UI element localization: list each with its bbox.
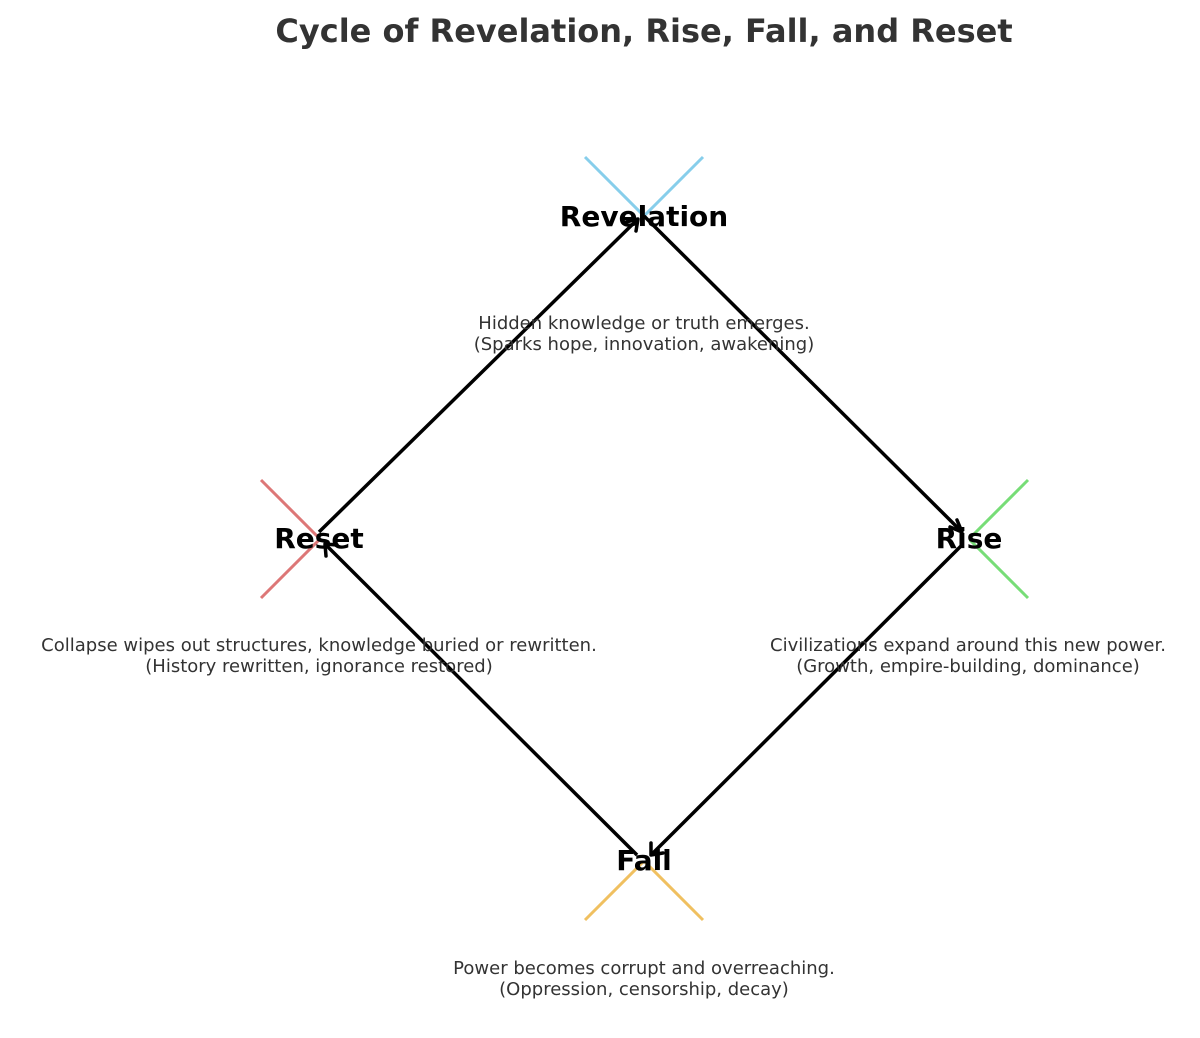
arrowhead-reset [323,542,339,558]
desc-revelation-line-2: (Sparks hope, innovation, awakening) [474,334,815,355]
node-label-revelation: Revelation [560,200,728,233]
marker-mask-reset [320,465,384,613]
desc-reset-line-2: (History rewritten, ignorance restored) [145,656,492,677]
arrowhead-fall [649,841,665,857]
diagram-title: Cycle of Revelation, Rise, Fall, and Res… [275,12,1012,50]
arrowhead-revelation [624,217,640,233]
node-label-fall: Fall [616,844,672,877]
edge-reset-to-revelation [317,217,640,534]
desc-revelation: Hidden knowledge or truth emerges. (Spar… [474,313,815,355]
node-label-reset: Reset [274,522,364,555]
edge-fall-to-reset [323,542,639,857]
desc-reset-line-1: Collapse wipes out structures, knowledge… [41,635,597,656]
marker-mask-revelation [570,216,718,286]
node-label-rise: Rise [936,522,1003,555]
desc-rise-line-1: Civilizations expand around this new pow… [770,635,1166,656]
desc-fall: Power becomes corrupt and overreaching. … [453,958,835,1000]
marker-mask-fall [570,792,718,861]
desc-reset: Collapse wipes out structures, knowledge… [41,635,597,677]
edge-rise-to-fall [649,543,964,857]
desc-fall-line-1: Power becomes corrupt and overreaching. [453,958,835,979]
desc-fall-line-2: (Oppression, censorship, decay) [499,979,789,1000]
desc-rise: Civilizations expand around this new pow… [770,635,1166,677]
marker-mask-rise [905,465,969,613]
edge-revelation-to-rise [642,214,964,534]
arrowhead-rise [948,518,964,534]
desc-revelation-line-1: Hidden knowledge or truth emerges. [478,313,809,334]
desc-rise-line-2: (Growth, empire-building, dominance) [796,656,1140,677]
